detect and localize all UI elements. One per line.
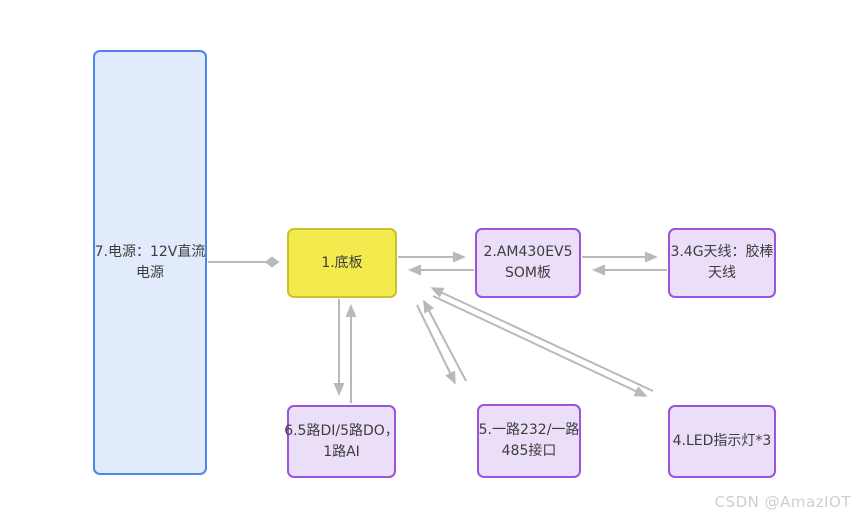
csdn-watermark: CSDN @AmazIOT [714, 493, 851, 511]
node-led-indicators: 4.LED指示灯*3 [668, 405, 776, 478]
node-som-board-label: 2.AM430EV5 [483, 244, 573, 260]
node-4g-antenna: 3.4G天线：胶棒 天线 [668, 228, 776, 298]
node-serial-ports-label: 485接口 [501, 443, 557, 459]
node-baseboard-label: 1.底板 [321, 254, 363, 271]
node-som-board: 2.AM430EV5 SOM板 [475, 228, 581, 298]
node-som-board-label: SOM板 [505, 265, 551, 281]
node-baseboard: 1.底板 [287, 228, 397, 298]
arrow-serial-to-baseboard [423, 299, 467, 382]
node-di-do-ai: 6.5路DI/5路DO， 1路AI [284, 405, 399, 478]
arrow-baseboard-to-serial [416, 304, 456, 385]
node-serial-ports: 5.一路232/一路 485接口 [477, 404, 581, 478]
node-4g-antenna-label: 天线 [708, 265, 736, 281]
arrow-led-to-baseboard [430, 287, 654, 392]
node-power-supply-label: 7.电源：12V直流 [94, 243, 206, 260]
node-led-indicators-label: 4.LED指示灯*3 [672, 433, 772, 449]
arrow-baseboard-to-led [432, 295, 648, 397]
node-di-do-ai-label: 1路AI [323, 443, 360, 460]
node-power-supply: 7.电源：12V直流 电源 [93, 50, 207, 475]
node-di-do-ai-label: 6.5路DI/5路DO， [284, 422, 399, 439]
node-serial-ports-label: 5.一路232/一路 [478, 422, 580, 438]
node-4g-antenna-label: 3.4G天线：胶棒 [670, 244, 774, 260]
node-power-supply-label: 电源 [136, 264, 164, 281]
